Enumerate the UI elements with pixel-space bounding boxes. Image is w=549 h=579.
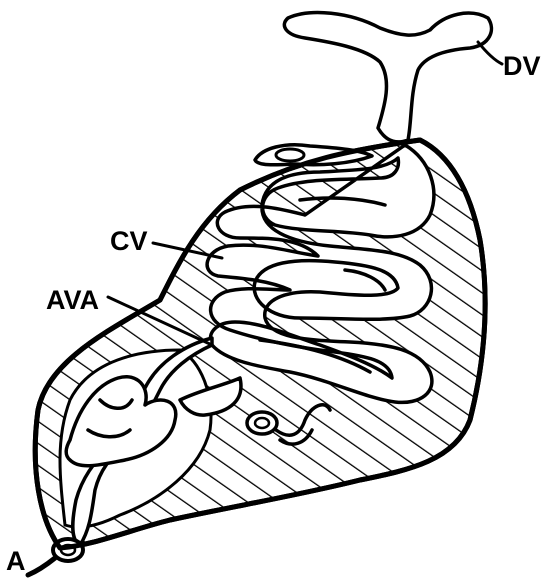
dorsal-vein xyxy=(284,13,491,142)
label-ava: AVA xyxy=(46,285,99,315)
ring-vessel-inner xyxy=(255,418,269,428)
label-a: A xyxy=(6,546,26,576)
label-cv: CV xyxy=(110,226,148,256)
dv-leader xyxy=(478,42,502,64)
side-loop-inner xyxy=(276,149,304,161)
artery-inlet-stem xyxy=(28,558,55,575)
label-dv: DV xyxy=(503,51,541,81)
